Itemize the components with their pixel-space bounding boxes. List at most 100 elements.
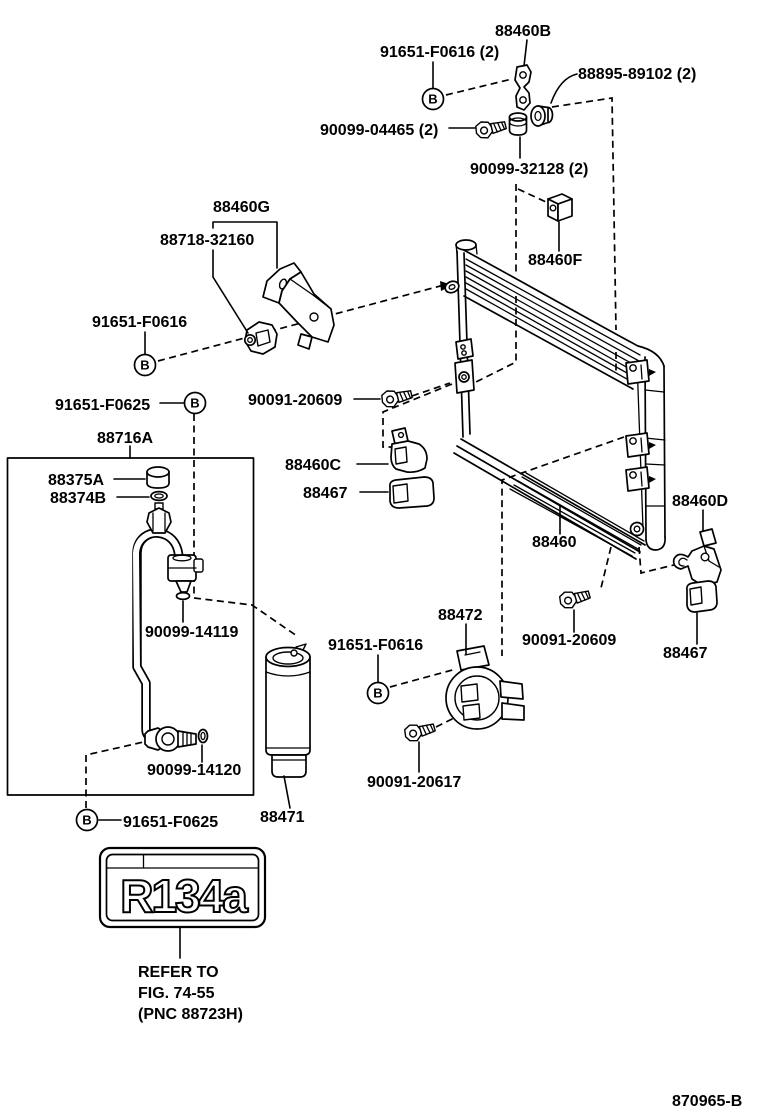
fin-line [513, 484, 636, 554]
cushion-88467-lower [686, 580, 718, 613]
condenser-top-fins [459, 247, 665, 390]
fold-line [289, 278, 332, 310]
dash-b2-to-port [157, 284, 445, 362]
part-label-88460c: 88460C [285, 457, 341, 474]
fin-line [465, 276, 638, 374]
b-letter: B [140, 358, 149, 373]
window [255, 329, 271, 347]
dash-collar-down [551, 97, 617, 331]
dash-b3-to-receiver [193, 414, 298, 637]
note-line-2: FIG. 74-55 [138, 985, 215, 1002]
flange-tab [501, 702, 525, 721]
leader-88460b [523, 39, 528, 67]
top-inner [272, 651, 304, 665]
hole [629, 437, 637, 445]
b-circle [421, 87, 445, 111]
threads [182, 731, 192, 747]
window [460, 683, 479, 703]
cap-88375a [146, 466, 170, 489]
hole [460, 344, 466, 350]
condenser-mount-tabs [444, 280, 656, 537]
hole [629, 364, 637, 372]
condenser-top-edge [459, 247, 665, 367]
cone [175, 580, 192, 593]
part-labels: 88460B 91651-F0616 (2) 88895-89102 (2) 9… [48, 23, 728, 831]
dash-to-bolt-lower [600, 546, 612, 589]
r134a-logo-text: R134a [120, 870, 248, 922]
cushion-88467-upper [389, 476, 435, 509]
drawing-number: 870965-B [672, 1093, 742, 1110]
hole [461, 374, 467, 380]
bolt-hole [247, 337, 253, 343]
part-label-88460: 88460 [532, 534, 577, 551]
lower-panel [278, 271, 335, 343]
part-label-88374b: 88374B [50, 490, 106, 507]
tank-line [663, 365, 666, 538]
pipe-top-nut [146, 502, 172, 534]
notch [392, 483, 409, 504]
hole [519, 71, 527, 79]
dash-b4-to-clamp [389, 668, 457, 688]
pin [640, 364, 643, 380]
badge-inner [105, 853, 260, 922]
side-tab [193, 558, 204, 573]
bracket-88460c [390, 427, 428, 474]
oring-88374b [150, 490, 168, 502]
badge-divider [105, 853, 260, 869]
dash-bolt-to-tab [411, 382, 451, 397]
part-label-91651-f0625-b: 91651-F0625 [123, 814, 218, 831]
arrow [649, 369, 656, 376]
union-hole [161, 732, 175, 746]
groove [508, 117, 528, 127]
dash-to-88460d [638, 546, 683, 575]
window [462, 703, 481, 721]
dash-to-88460f [517, 188, 547, 203]
dash-b5-to-fitting [85, 740, 149, 808]
bracket-88460b [514, 64, 532, 111]
b-marker: B [366, 681, 390, 705]
bolt-head [243, 333, 257, 347]
part-label-90091-20617: 90091-20617 [367, 774, 461, 791]
dash-b1-to-bracket [445, 78, 513, 96]
part-label-91651-f0616-2: 91651-F0616 (2) [380, 44, 499, 61]
part-88460f [547, 193, 573, 222]
left-port-hole [448, 284, 456, 290]
cap-top [146, 466, 170, 478]
body [265, 656, 311, 756]
note-line-1: REFER TO [138, 964, 219, 981]
part-label-90099-14119: 90099-14119 [145, 624, 239, 641]
part-label-90099-04465: 90099-04465 (2) [320, 122, 438, 139]
hole [534, 110, 542, 122]
part-label-90091-20609-a: 90091-20609 [248, 392, 342, 409]
bottom-edge [460, 438, 646, 546]
fin-line [465, 264, 640, 362]
b-letter: B [190, 396, 199, 411]
oring-14120 [197, 728, 209, 744]
part-label-88460b: 88460B [495, 23, 551, 40]
hole [700, 552, 710, 562]
condenser-bottom-fins [453, 438, 646, 560]
refrigerant-badge: R134a [98, 846, 267, 929]
top-cap [455, 239, 477, 251]
condenser-88460 [453, 239, 666, 560]
notch [689, 586, 703, 606]
bracket-88460d [672, 528, 722, 587]
receiver-drier-88471 [265, 643, 311, 778]
b-marker: B [421, 87, 445, 111]
b-marker: B [183, 391, 207, 415]
part-label-88895-89102: 88895-89102 (2) [578, 66, 696, 83]
dash-bolt-to-clamp [435, 716, 457, 728]
fin-line [463, 295, 634, 390]
part-label-88472: 88472 [438, 607, 483, 624]
part-label-88467-a: 88467 [303, 485, 348, 502]
bottom-port-hole [633, 525, 641, 533]
right-tab-2 [625, 432, 650, 458]
nut-facets [152, 512, 166, 532]
right-tab-1 [625, 359, 650, 385]
bolt-90091-20609-lower [557, 585, 593, 612]
part-label-88375a: 88375A [48, 472, 104, 489]
b-circle [366, 681, 390, 705]
hook [678, 557, 688, 567]
front-edge [456, 445, 641, 553]
